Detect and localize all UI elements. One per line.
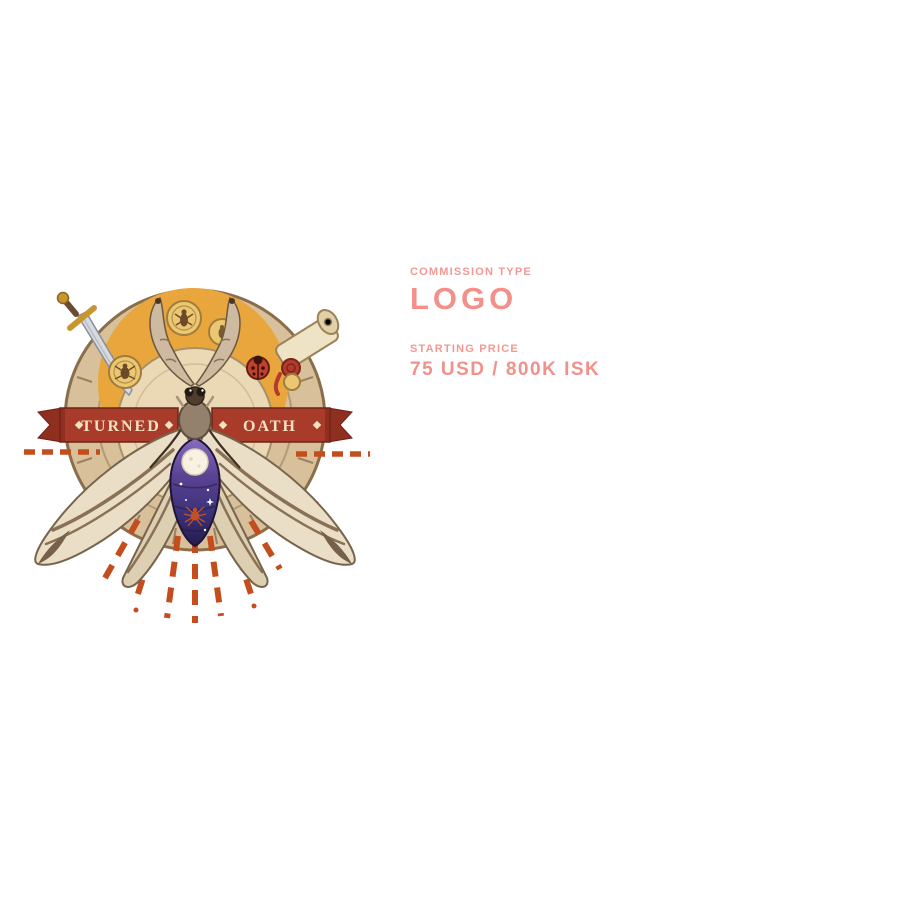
moon-icon (181, 448, 209, 476)
banner-ribbon: TURNED OATH (37, 407, 353, 443)
moth-leg-right (207, 427, 241, 469)
commission-info-panel: COMMISSION TYPE LOGO STARTING PRICE 75 U… (410, 266, 600, 381)
scroll-icon (273, 308, 340, 396)
coin-bug-emblem (108, 355, 142, 389)
antler-antennae (149, 296, 241, 387)
price-value: 75 USD / 800K ISK (410, 359, 601, 380)
commission-type-value: LOGO (410, 281, 518, 316)
coin-moth-emblem (166, 300, 202, 336)
commission-type-label: COMMISSION TYPE (410, 266, 532, 278)
side-dashes (24, 449, 370, 457)
moth-logo-illustration: TURNED OATH (24, 288, 370, 623)
moth (34, 296, 356, 588)
coin-emblems (108, 300, 301, 391)
moth-head (184, 386, 206, 406)
banner-right-text: OATH (243, 418, 297, 435)
banner-left-text: TURNED (81, 418, 161, 435)
moth-leg-left (149, 427, 183, 469)
galaxy-abdomen (169, 436, 221, 548)
price-block: STARTING PRICE 75 USD / 800K ISK (410, 343, 600, 381)
small-gold-coin (283, 373, 301, 391)
price-label: STARTING PRICE (410, 343, 519, 355)
ladybug-icon (246, 355, 270, 380)
spider-icon (183, 506, 207, 527)
